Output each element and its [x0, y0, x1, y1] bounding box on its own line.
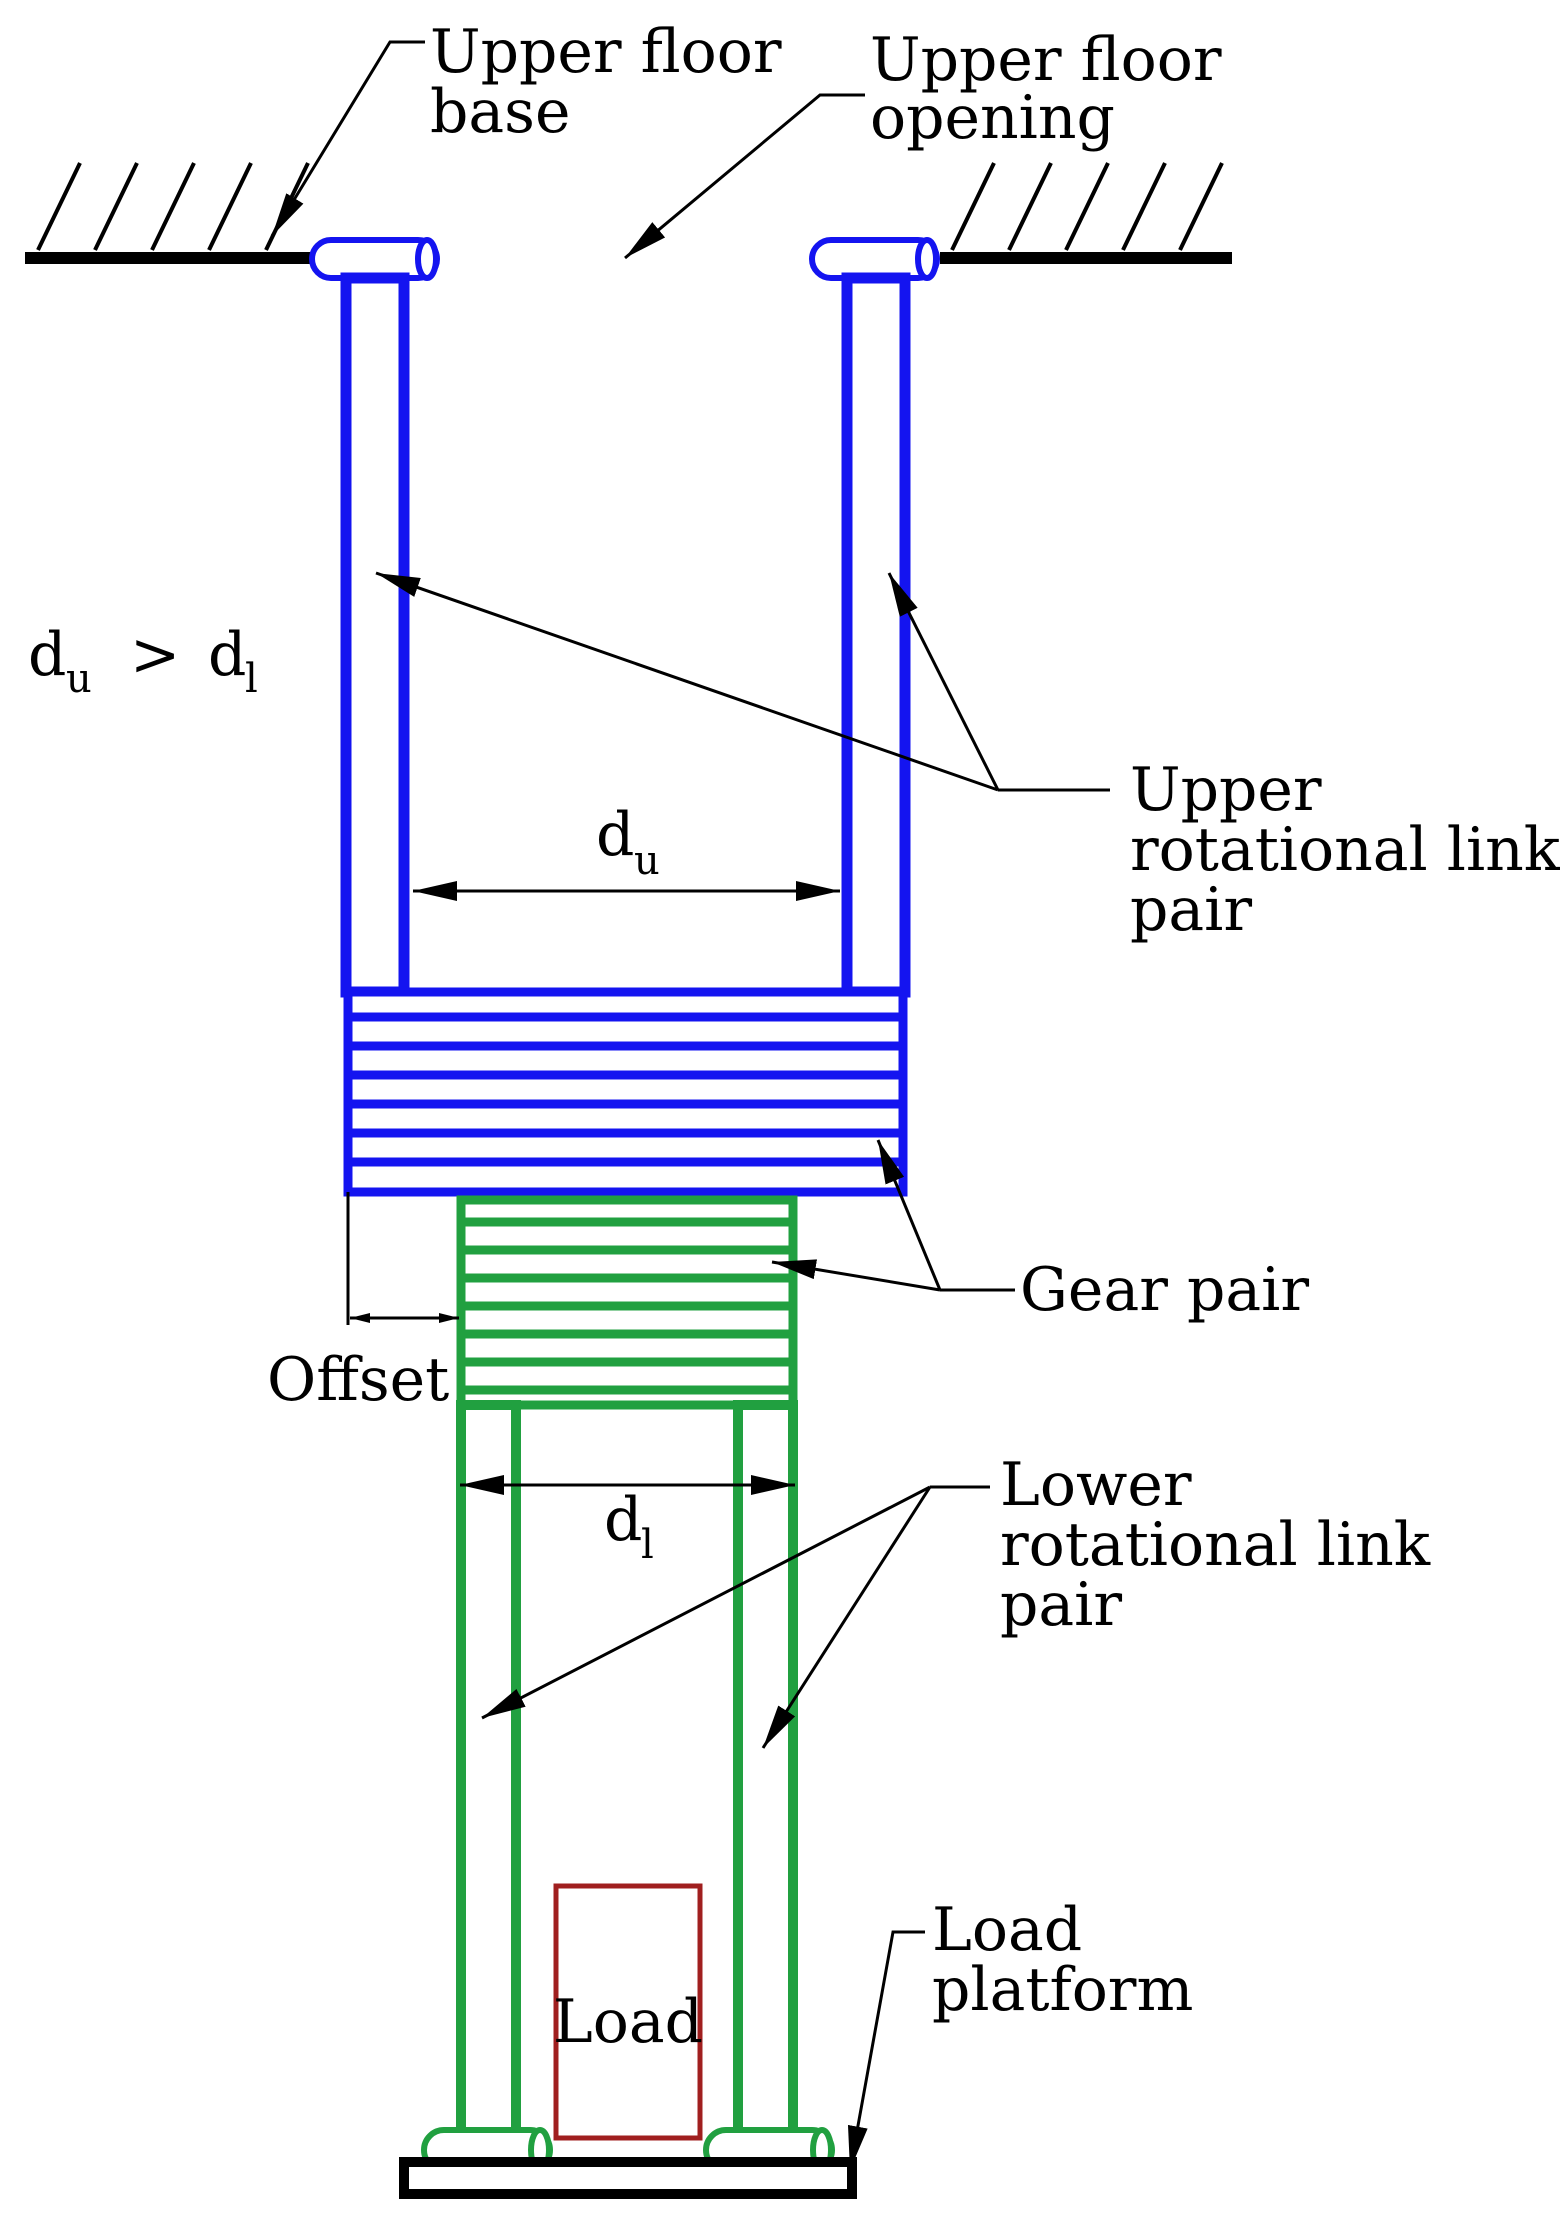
label-dl: d l: [604, 1485, 654, 1568]
load-platform: [399, 2157, 857, 2199]
load-label: Load: [553, 1987, 703, 2057]
label-upper-floor-opening-line1: Upper floor: [870, 25, 1222, 95]
label-load-platform-line1: Load: [932, 1895, 1082, 1965]
upper-left-link: [340, 272, 410, 998]
upper-floor-right: [940, 162, 1232, 264]
leader-upper-floor-opening: [624, 93, 865, 260]
lower-right-link: [733, 1400, 798, 2154]
label-upper-link-pair-line3: pair: [1130, 875, 1252, 945]
label-upper-floor-base: Upper floor base: [430, 17, 782, 147]
lower-gear: [456, 1195, 798, 1410]
upper-right-pivot: [809, 237, 940, 281]
label-du: d u: [596, 800, 660, 884]
upper-left-pivot: [309, 237, 440, 281]
label-upper-link-pair: Upper rotational link pair: [1130, 755, 1560, 945]
label-inequality: d u > d l: [28, 620, 258, 702]
ineq-rhs: d: [208, 620, 246, 690]
label-upper-floor-base-line2: base: [430, 77, 570, 147]
upper-right-link: [841, 272, 911, 998]
ineq-op: >: [130, 620, 180, 690]
label-upper-floor-base-line1: Upper floor: [430, 17, 782, 87]
leader-upper-floor-base: [270, 40, 425, 237]
lower-left-link: [456, 1400, 521, 2154]
upper-floor-left: [25, 162, 315, 264]
label-load-platform-line2: platform: [932, 1955, 1193, 2025]
offset-dimension: [346, 1192, 459, 1325]
label-upper-link-pair-line2: rotational link: [1130, 815, 1560, 885]
leader-load-platform: [847, 1930, 925, 2171]
label-upper-link-pair-line1: Upper: [1130, 755, 1322, 825]
label-load-platform: Load platform: [932, 1895, 1193, 2025]
label-lower-link-pair-line1: Lower: [1000, 1450, 1192, 1520]
du-sub: u: [634, 838, 660, 884]
ineq-rhs-sub: l: [245, 656, 258, 702]
dl-base: d: [604, 1485, 642, 1555]
leader-upper-link-pair: [375, 571, 1110, 792]
label-upper-floor-opening-line2: opening: [870, 83, 1115, 153]
ineq-lhs-sub: u: [66, 656, 92, 702]
label-lower-link-pair: Lower rotational link pair: [1000, 1450, 1431, 1640]
label-upper-floor-opening: Upper floor opening: [870, 25, 1222, 153]
label-lower-link-pair-line2: rotational link: [1000, 1510, 1431, 1580]
label-offset: Offset: [267, 1345, 449, 1415]
du-base: d: [596, 800, 634, 870]
ineq-lhs: d: [28, 620, 66, 690]
dl-sub: l: [641, 1522, 654, 1568]
upper-gear: [343, 987, 908, 1197]
leader-lower-link-pair: [481, 1485, 990, 1749]
label-lower-link-pair-line3: pair: [1000, 1570, 1122, 1640]
label-gear-pair: Gear pair: [1020, 1255, 1309, 1325]
load-box: [553, 1883, 703, 2141]
leader-gear-pair: [771, 1139, 1015, 1292]
